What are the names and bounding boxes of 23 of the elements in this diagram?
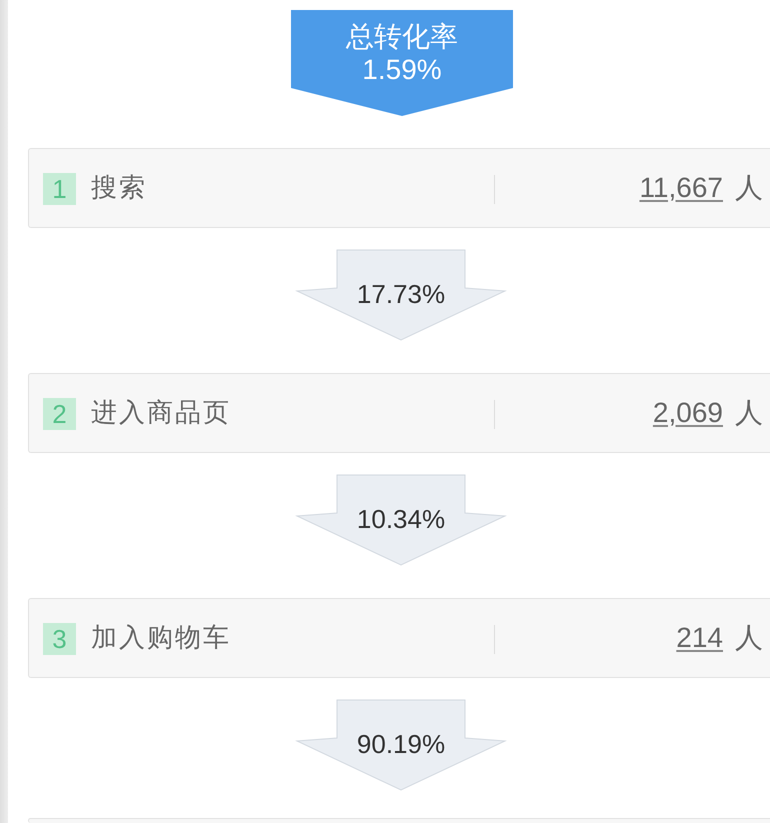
- edge-label: 10.34%: [356, 503, 446, 535]
- step-name: 加入购物车: [91, 622, 231, 655]
- banner-title: 总转化率: [344, 21, 459, 53]
- funnel-step-row: [28, 818, 770, 823]
- conversion-rate-value: 1.59%: [361, 54, 443, 86]
- edge-label: 90.19%: [356, 728, 446, 760]
- unit-label: 人: [735, 395, 763, 431]
- step-number-badge: 1: [43, 173, 76, 205]
- user-count-link: 2,069: [652, 396, 723, 430]
- funnel-step-row: [28, 598, 770, 678]
- user-count-link: 11,667: [639, 171, 723, 205]
- funnel-step-row: [28, 373, 770, 453]
- funnel-step-row: [28, 148, 770, 228]
- user-count-link: 214: [676, 621, 723, 655]
- unit-label: 人: [735, 170, 763, 206]
- step-number-badge: 2: [43, 398, 76, 430]
- total-conversion-banner: [291, 10, 513, 116]
- block-arrow: [295, 700, 507, 791]
- step-name: 搜索: [91, 172, 147, 205]
- unit-label: 人: [735, 620, 763, 656]
- step-number-badge: 3: [43, 623, 76, 655]
- step-name: 进入商品页: [91, 397, 231, 430]
- block-arrow: [295, 474, 507, 566]
